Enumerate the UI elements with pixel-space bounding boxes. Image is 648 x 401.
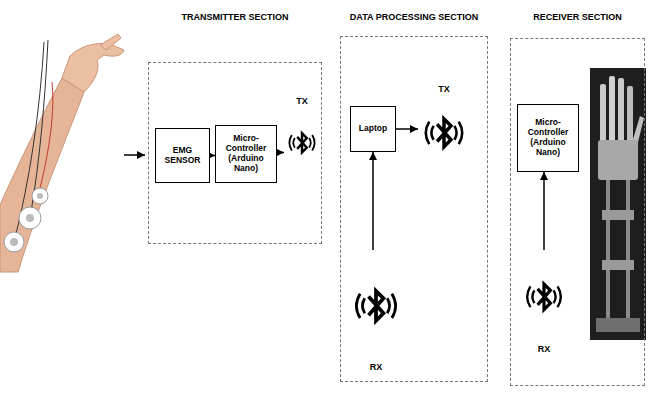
bluetooth-symbol (418, 94, 470, 172)
process-box: Micro- Controller (Arduino Nano) (215, 125, 277, 183)
tx-rx-label: RX (370, 362, 383, 372)
bluetooth-node: RX (520, 250, 568, 354)
bluetooth-symbol (348, 250, 404, 362)
section-heading: DATA PROCESSING SECTION (341, 12, 487, 22)
section-panel: DATA PROCESSING SECTIONLaptopTXRX (340, 36, 488, 382)
tx-rx-label: TX (438, 84, 450, 94)
arrow-connector (372, 152, 374, 250)
arrow-connector (277, 152, 284, 154)
tx-rx-label: RX (538, 344, 551, 354)
arrow-connector (543, 172, 545, 250)
bluetooth-symbol (520, 250, 568, 344)
box-label: Laptop (359, 124, 387, 134)
input-arrow (124, 154, 145, 156)
arm-illustration (0, 34, 124, 272)
tx-rx-label: TX (296, 96, 308, 106)
bluetooth-symbol (284, 106, 320, 180)
robot-hand-photo (590, 68, 646, 340)
section-heading: TRANSMITTER SECTION (149, 12, 321, 22)
box-label: Micro- Controller (Arduino Nano) (219, 134, 273, 173)
bluetooth-node: RX (348, 250, 404, 372)
box-label: EMG SENSOR (159, 146, 206, 166)
section-panel: TRANSMITTER SECTIONEMG SENSORMicro- Cont… (148, 62, 322, 244)
bluetooth-node: TX (284, 96, 320, 180)
box-label: Micro- Controller (Arduino Nano) (521, 118, 575, 157)
section-panel: RECEIVER SECTIONMicro- Controller (Ardui… (510, 38, 645, 386)
process-box: Micro- Controller (Arduino Nano) (517, 104, 579, 172)
bluetooth-node: TX (418, 84, 470, 172)
process-box: EMG SENSOR (155, 128, 210, 183)
arrow-connector (396, 128, 418, 130)
process-box: Laptop (350, 106, 396, 152)
section-heading: RECEIVER SECTION (511, 12, 644, 22)
